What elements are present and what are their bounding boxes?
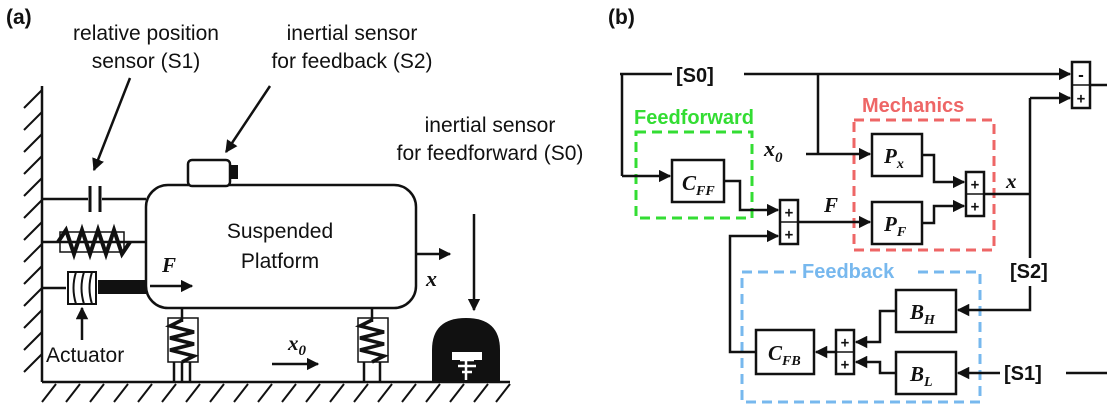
px-label: Px bbox=[883, 144, 904, 172]
pf-block bbox=[870, 200, 924, 246]
feedback-label-bg bbox=[796, 260, 918, 284]
s1-label-line2: sensor (S1) bbox=[92, 50, 201, 73]
s0-signal-path bbox=[620, 67, 1072, 183]
platform-label-line1: Suspended bbox=[227, 220, 333, 243]
bh-label: BH bbox=[909, 300, 936, 328]
cfb-label: CFB bbox=[768, 341, 801, 369]
feedforward-label: Feedforward bbox=[634, 107, 754, 129]
s2-tag: [S2] bbox=[1010, 261, 1048, 283]
cff-to-sum bbox=[724, 179, 780, 217]
bh-block bbox=[894, 288, 958, 334]
x-label: x bbox=[1005, 169, 1017, 193]
panel-b-tag: (b) bbox=[608, 6, 635, 29]
sum2-plus-bottom: + bbox=[971, 199, 979, 215]
mechanics-box bbox=[852, 118, 996, 252]
s1-tag: [S1] bbox=[1004, 363, 1042, 385]
pf-label: PF bbox=[883, 212, 907, 240]
vertical-spring-left-icon bbox=[164, 308, 200, 382]
px-block bbox=[870, 132, 924, 178]
seismometer-s0-icon bbox=[432, 214, 500, 382]
sum4-plus-bottom: + bbox=[841, 357, 849, 373]
panel-a: (a) bbox=[6, 6, 584, 403]
mechanics-label: Mechanics bbox=[862, 95, 964, 117]
sum4-plus-top: + bbox=[841, 335, 849, 351]
panel-a-tag: (a) bbox=[6, 6, 32, 29]
s0-tag: [S0] bbox=[676, 65, 714, 87]
actuator-label: Actuator bbox=[46, 344, 124, 367]
s2-label-line2: for feedback (S2) bbox=[271, 50, 432, 73]
ground-displacement-label: x0 bbox=[287, 331, 307, 359]
s2-label-line1: inertial sensor bbox=[287, 22, 418, 45]
x0-label: x0 bbox=[763, 136, 783, 166]
displacement-label: x bbox=[425, 266, 437, 291]
s2-pointer bbox=[224, 85, 272, 154]
s1-pointer bbox=[92, 77, 132, 172]
inertial-sensor-s2-icon bbox=[186, 158, 238, 188]
sum2-plus-top: + bbox=[971, 177, 979, 193]
sum1-plus-bottom: + bbox=[785, 227, 793, 243]
panel-b: (b) Feedforward Mechanics Feedback [S0] … bbox=[608, 6, 1107, 404]
px-to-sum bbox=[922, 153, 966, 189]
force-label: F bbox=[161, 253, 176, 277]
sum1-plus-top: + bbox=[785, 205, 793, 221]
pf-to-sum bbox=[922, 199, 966, 225]
sum3-plus: + bbox=[1077, 91, 1085, 107]
vertical-spring-right-icon bbox=[354, 308, 390, 382]
cff-label: CFF bbox=[682, 171, 715, 199]
horizontal-spring-icon bbox=[42, 223, 146, 261]
bl-block bbox=[894, 350, 958, 396]
bh-to-sum bbox=[854, 309, 896, 349]
s2-to-bh bbox=[956, 286, 1032, 317]
feedback-label: Feedback bbox=[802, 261, 895, 283]
capacitive-sensor-icon bbox=[42, 186, 146, 212]
bl-label: BL bbox=[909, 362, 933, 390]
cfb-block bbox=[754, 328, 816, 376]
ground bbox=[41, 380, 511, 403]
cfb-to-sum bbox=[728, 229, 780, 354]
bl-to-sum bbox=[854, 355, 896, 375]
s0-label-line2: for feedforward (S0) bbox=[397, 142, 584, 165]
platform-label-line2: Platform bbox=[241, 250, 319, 273]
actuator-coil-icon bbox=[42, 271, 146, 340]
s1-label-line1: relative position bbox=[73, 22, 219, 45]
f-label: F bbox=[823, 193, 838, 217]
sum3-minus: - bbox=[1077, 68, 1085, 84]
suspended-platform bbox=[144, 183, 418, 310]
wall bbox=[23, 86, 44, 382]
s0-label-line1: inertial sensor bbox=[425, 114, 556, 137]
